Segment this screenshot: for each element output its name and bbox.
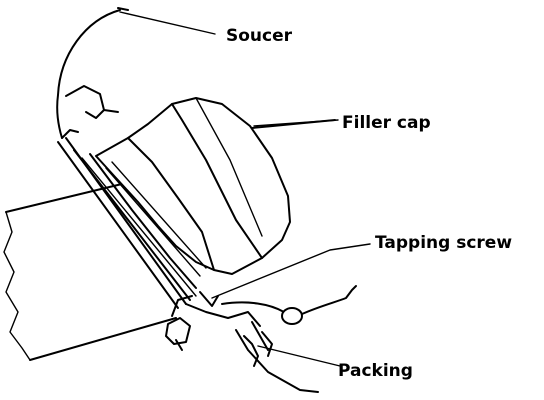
leader-saucer: [119, 11, 216, 35]
filler-cap: [89, 97, 291, 289]
leader-lines: [119, 11, 371, 367]
leader-filler-cap: [253, 119, 339, 127]
label-packing: Packing: [338, 361, 413, 381]
label-tapping-screw: Tapping screw: [375, 233, 512, 253]
leader-packing: [257, 345, 341, 367]
saucer: [56, 7, 319, 393]
label-saucer: Soucer: [226, 26, 293, 46]
tapping-screw: [165, 291, 219, 351]
body-panel: [57, 137, 197, 309]
tether-cord: [221, 285, 357, 325]
label-filler-cap: Filler cap: [342, 113, 431, 133]
packing: [243, 331, 273, 367]
leader-tapping-screw: [211, 243, 371, 299]
